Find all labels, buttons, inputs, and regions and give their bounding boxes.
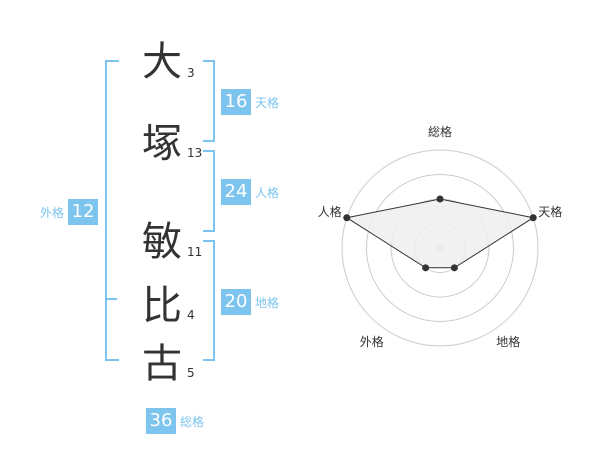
- jinkaku-bracket: [203, 150, 215, 232]
- radar-grid-ring: [366, 174, 514, 322]
- stroke-count-5: 5: [187, 366, 195, 380]
- radar-axis-label-1: 総格: [428, 124, 452, 139]
- radar-axis-label-5: 人格: [318, 204, 342, 219]
- stroke-count-2: 13: [187, 146, 203, 160]
- jinkaku-value: 24: [221, 179, 251, 205]
- name-char-3: 敏: [142, 219, 182, 265]
- soukaku-result: 36 総格: [146, 408, 204, 434]
- radar-point-1: [436, 195, 444, 203]
- tenkaku-label: 天格: [255, 95, 280, 110]
- stroke-count-4: 4: [187, 308, 195, 322]
- name-char-1: 大: [142, 39, 182, 85]
- radar-axis-label-2: 天格: [538, 204, 562, 219]
- tenkaku-bracket: [203, 60, 215, 142]
- name-char-5: 古: [142, 341, 182, 387]
- stroke-count-3: 11: [187, 245, 203, 259]
- soukaku-value: 36: [146, 408, 176, 434]
- gaikaku-value: 12: [68, 199, 99, 225]
- radar-area: [345, 198, 535, 269]
- chikaku-label: 地格: [255, 295, 280, 310]
- radar-point-4: [422, 264, 430, 272]
- radar-grid-ring: [341, 149, 539, 347]
- chikaku-result: 20 地格: [221, 289, 279, 315]
- gaikaku-bracket-divider: [105, 298, 117, 300]
- radar-point-5: [343, 214, 351, 222]
- radar-axis-label-4: 外格: [360, 334, 384, 349]
- gaikaku-result: 外格 12: [40, 199, 99, 225]
- name-char-2: 塚: [142, 121, 182, 167]
- jinkaku-result: 24 人格: [221, 179, 279, 205]
- tenkaku-result: 16 天格: [221, 89, 279, 115]
- name-char-4: 比: [142, 283, 182, 329]
- radar-axis-label-3: 地格: [496, 334, 520, 349]
- tenkaku-value: 16: [221, 89, 251, 115]
- soukaku-label: 総格: [180, 414, 205, 429]
- jinkaku-label: 人格: [255, 185, 280, 200]
- radar-point-2: [529, 214, 537, 222]
- gaikaku-bracket: [105, 60, 119, 361]
- stroke-count-1: 3: [187, 66, 195, 80]
- gaikaku-label: 外格: [40, 205, 65, 220]
- chikaku-bracket: [203, 240, 215, 361]
- radar-point-3: [450, 264, 458, 272]
- chikaku-value: 20: [221, 289, 251, 315]
